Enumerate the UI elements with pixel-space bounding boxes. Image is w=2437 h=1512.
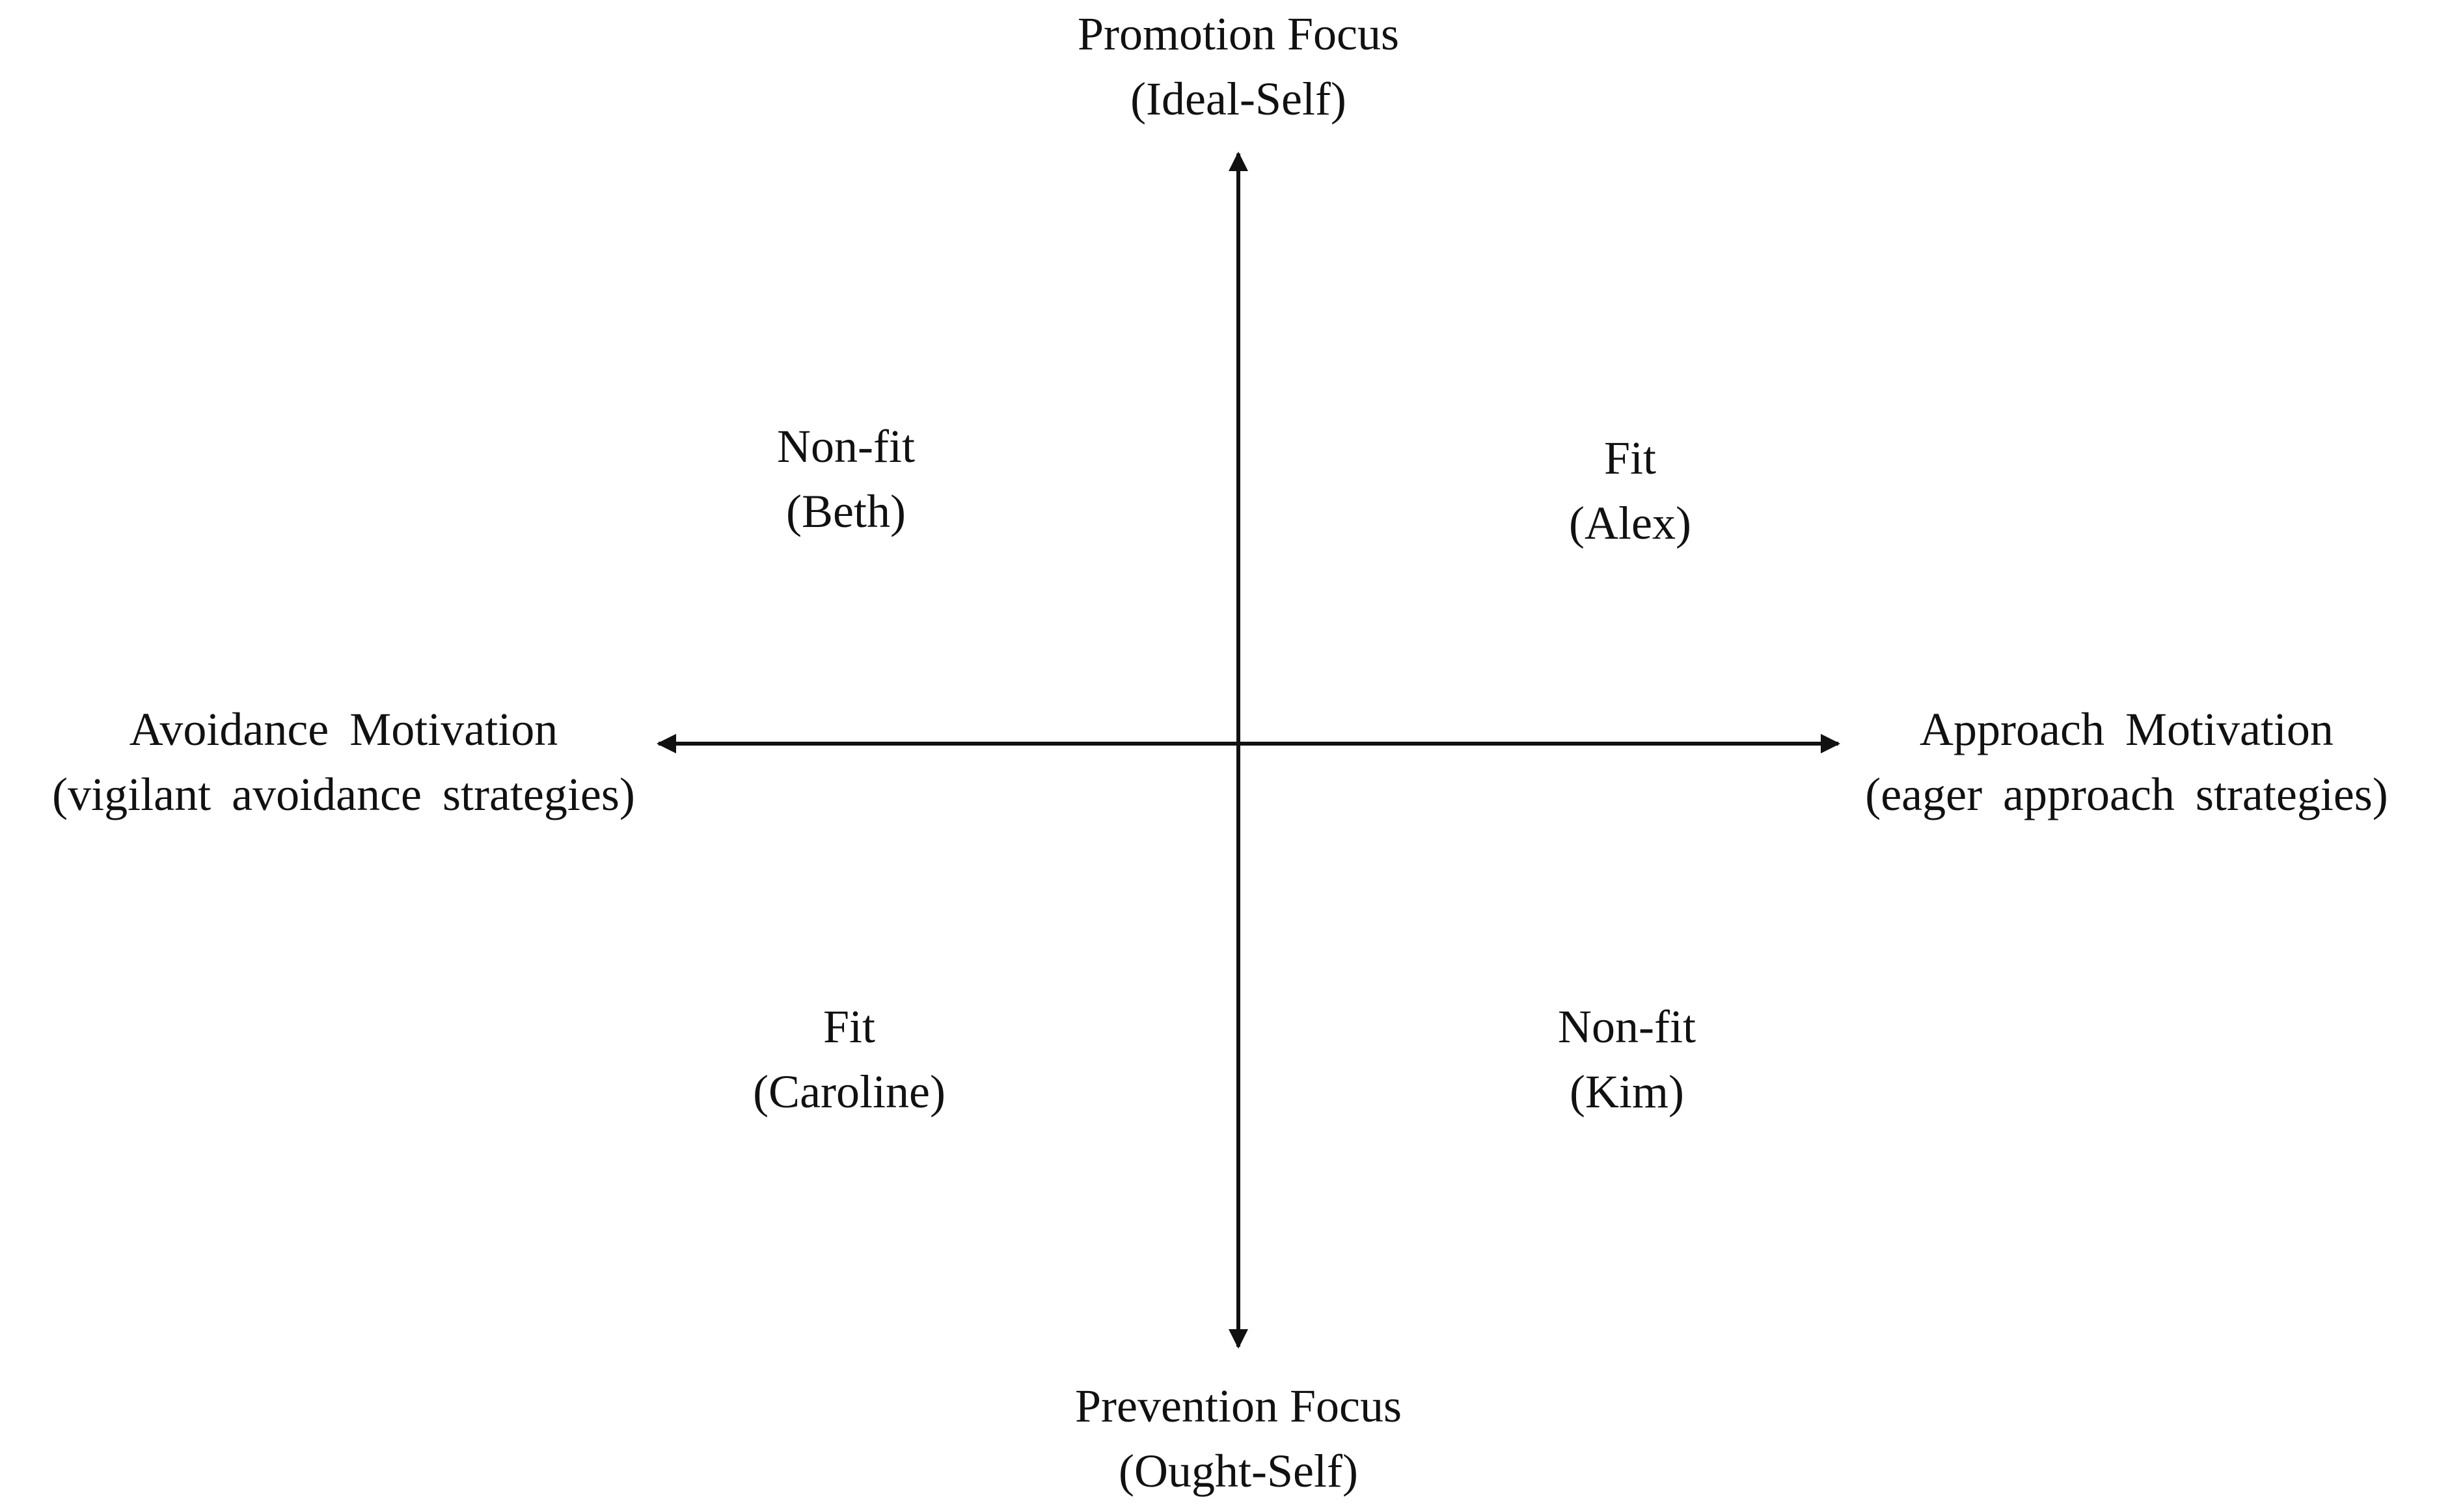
prevention-focus-title: Prevention Focus	[1075, 1380, 1402, 1432]
quadrant-bottom-right-label: Non-fit	[1558, 1001, 1696, 1053]
quadrant-top-right: Fit (Alex)	[1569, 425, 1691, 556]
quadrant-top-left-person: (Beth)	[786, 485, 906, 537]
avoidance-motivation-title: Avoidance Motivation	[129, 703, 558, 755]
quadrant-bottom-right: Non-fit (Kim)	[1558, 994, 1696, 1124]
promotion-focus-subtitle: (Ideal-Self)	[1130, 73, 1346, 125]
quadrant-bottom-left-label: Fit	[823, 1001, 876, 1053]
quadrant-top-left-label: Non-fit	[777, 420, 915, 472]
approach-motivation-label: Approach Motivation (eager approach stra…	[1865, 697, 2388, 827]
quadrant-bottom-right-person: (Kim)	[1570, 1066, 1684, 1118]
quadrant-bottom-left-person: (Caroline)	[753, 1066, 946, 1118]
approach-motivation-subtitle: (eager approach strategies)	[1865, 768, 2388, 820]
quadrant-bottom-left: Fit (Caroline)	[753, 994, 946, 1124]
approach-motivation-title: Approach Motivation	[1920, 703, 2334, 755]
prevention-focus-subtitle: (Ought-Self)	[1119, 1445, 1358, 1497]
prevention-focus-label: Prevention Focus (Ought-Self)	[1075, 1373, 1402, 1504]
promotion-focus-label: Promotion Focus (Ideal-Self)	[1078, 1, 1399, 131]
quadrant-top-left: Non-fit (Beth)	[777, 414, 915, 544]
promotion-focus-title: Promotion Focus	[1077, 8, 1400, 60]
avoidance-motivation-subtitle: (vigilant avoidance strategies)	[52, 768, 635, 820]
avoidance-motivation-label: Avoidance Motivation (vigilant avoidance…	[52, 697, 635, 827]
quadrant-top-right-label: Fit	[1603, 432, 1657, 484]
quadrant-top-right-person: (Alex)	[1569, 497, 1691, 549]
